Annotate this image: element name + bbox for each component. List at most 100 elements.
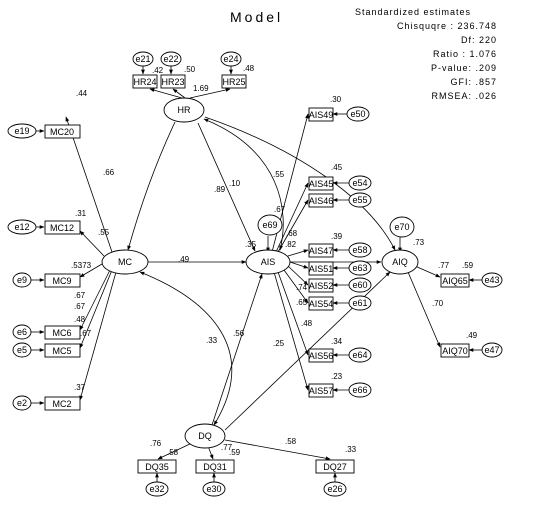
svg-text:e47: e47	[484, 345, 499, 355]
observed-dq31[interactable]: DQ31	[195, 459, 235, 474]
observed-ais54[interactable]: AIS54	[308, 296, 334, 311]
observed-ais52[interactable]: AIS52	[308, 278, 334, 293]
svg-text:MC5: MC5	[52, 346, 71, 356]
observed-aiq65[interactable]: AIQ65	[440, 273, 470, 288]
stats-heading: Standardized estimates	[355, 7, 471, 17]
error-e47[interactable]: e47	[481, 342, 503, 358]
error-e24[interactable]: e24	[220, 51, 242, 67]
observed-mc20[interactable]: MC20	[44, 124, 81, 139]
observed-ais56[interactable]: AIS56	[308, 348, 334, 363]
coef-ais46-r2: .67	[274, 205, 286, 214]
observed-mc12[interactable]: MC12	[44, 220, 81, 235]
svg-text:DQ31: DQ31	[203, 462, 227, 472]
coef-aiq65: .77	[438, 261, 450, 270]
error-e69[interactable]: e69	[257, 214, 283, 236]
coef-ais-ais57: .48	[301, 319, 313, 328]
svg-text:DQ35: DQ35	[145, 462, 169, 472]
observed-hr24[interactable]: HR24	[132, 74, 158, 89]
error-e22[interactable]: e22	[160, 51, 182, 67]
error-e70[interactable]: e70	[389, 216, 415, 238]
observed-ais57[interactable]: AIS57	[308, 383, 334, 398]
path-ais-ais57	[273, 271, 309, 391]
observed-ais46[interactable]: AIS46	[308, 193, 334, 208]
diagram-title: Model	[230, 9, 283, 25]
svg-text:DQ: DQ	[198, 431, 212, 441]
error-e64[interactable]: e64	[348, 347, 372, 363]
svg-text:e69: e69	[262, 220, 277, 230]
coef-mc5-r2: .67	[74, 291, 86, 300]
observed-dq35[interactable]: DQ35	[137, 459, 177, 474]
observed-mc5[interactable]: MC5	[44, 343, 81, 358]
error-e21[interactable]: e21	[132, 51, 154, 67]
svg-text:e60: e60	[352, 280, 367, 290]
stat-df: Df: 220	[461, 35, 497, 45]
path-hr-hr24	[149, 88, 183, 99]
latent-mc[interactable]: MC	[101, 249, 149, 275]
observed-ais45[interactable]: AIS45	[308, 176, 334, 191]
error-e61[interactable]: e61	[348, 295, 372, 311]
coef-dq35-r2: .58	[167, 448, 179, 457]
observed-aiq70[interactable]: AIQ70	[440, 343, 470, 358]
svg-text:HR23: HR23	[161, 77, 184, 87]
svg-text:e6: e6	[17, 327, 27, 337]
error-terms: e21 e22 e24 e19 e12 e9 e6 e5 e2 e50 e54 …	[7, 51, 503, 497]
coef-dq35: .76	[150, 439, 162, 448]
observed-mc6[interactable]: MC6	[44, 325, 81, 340]
coef-ais-r2: .35	[245, 240, 257, 249]
coef-ais-d: .65	[296, 298, 308, 307]
error-e50[interactable]: e50	[346, 106, 370, 122]
latent-dq[interactable]: DQ	[184, 423, 226, 449]
svg-text:e55: e55	[352, 195, 367, 205]
svg-text:MC: MC	[118, 257, 132, 267]
error-e55[interactable]: e55	[348, 192, 372, 208]
coef-mc9: .73	[80, 261, 92, 270]
observed-mc9[interactable]: MC9	[44, 273, 81, 288]
error-e12[interactable]: e12	[7, 219, 37, 235]
path-mc-mc5	[79, 269, 113, 349]
observed-variables: HR24 HR23 HR25 MC20 MC12 MC9 MC6 MC5 MC2…	[44, 74, 470, 474]
error-e6[interactable]: e6	[12, 324, 32, 340]
coef-ais-ais56: .25	[273, 339, 285, 348]
svg-text:AIS56: AIS56	[309, 351, 334, 361]
path-hr-ais	[197, 122, 256, 252]
latent-aiq[interactable]: AIQ	[381, 249, 419, 275]
error-e5[interactable]: e5	[12, 342, 32, 358]
observed-hr23[interactable]: HR23	[160, 74, 186, 89]
error-e54[interactable]: e54	[348, 175, 372, 191]
latent-hr[interactable]: HR	[163, 97, 205, 123]
svg-text:AIS52: AIS52	[309, 281, 334, 291]
error-e63[interactable]: e63	[348, 260, 372, 276]
observed-hr25[interactable]: HR25	[221, 74, 247, 89]
error-e19[interactable]: e19	[7, 123, 37, 139]
error-e2[interactable]: e2	[12, 395, 32, 411]
error-e26[interactable]: e26	[323, 481, 347, 497]
svg-text:AIS54: AIS54	[309, 299, 334, 309]
coef-mc2-r2: .37	[74, 383, 86, 392]
observed-dq27[interactable]: DQ27	[315, 459, 355, 474]
error-e32[interactable]: e32	[145, 481, 169, 497]
coef-mc12-r2: .31	[75, 209, 87, 218]
path-ais-ais56	[277, 271, 309, 356]
error-e66[interactable]: e66	[348, 382, 372, 398]
path-ais-ais45	[275, 182, 309, 253]
error-e58[interactable]: e58	[348, 242, 372, 258]
error-e43[interactable]: e43	[481, 272, 503, 288]
coef-mc20: .66	[103, 168, 115, 177]
error-e9[interactable]: e9	[12, 272, 32, 288]
error-e30[interactable]: e30	[202, 481, 226, 497]
path-aiq-aiq70	[407, 271, 441, 348]
observed-mc2[interactable]: MC2	[44, 396, 81, 411]
svg-text:e22: e22	[163, 54, 178, 64]
svg-text:HR25: HR25	[222, 77, 245, 87]
error-e60[interactable]: e60	[348, 277, 372, 293]
observed-ais51[interactable]: AIS51	[308, 261, 334, 276]
svg-text:e30: e30	[206, 484, 221, 494]
coef-dq31: .77	[221, 443, 233, 452]
latent-ais[interactable]: AIS	[245, 249, 291, 275]
path-ais-ais54	[283, 269, 309, 304]
observed-ais47[interactable]: AIS47	[308, 243, 334, 258]
observed-ais49[interactable]: AIS49	[308, 107, 334, 122]
svg-text:e70: e70	[394, 222, 409, 232]
